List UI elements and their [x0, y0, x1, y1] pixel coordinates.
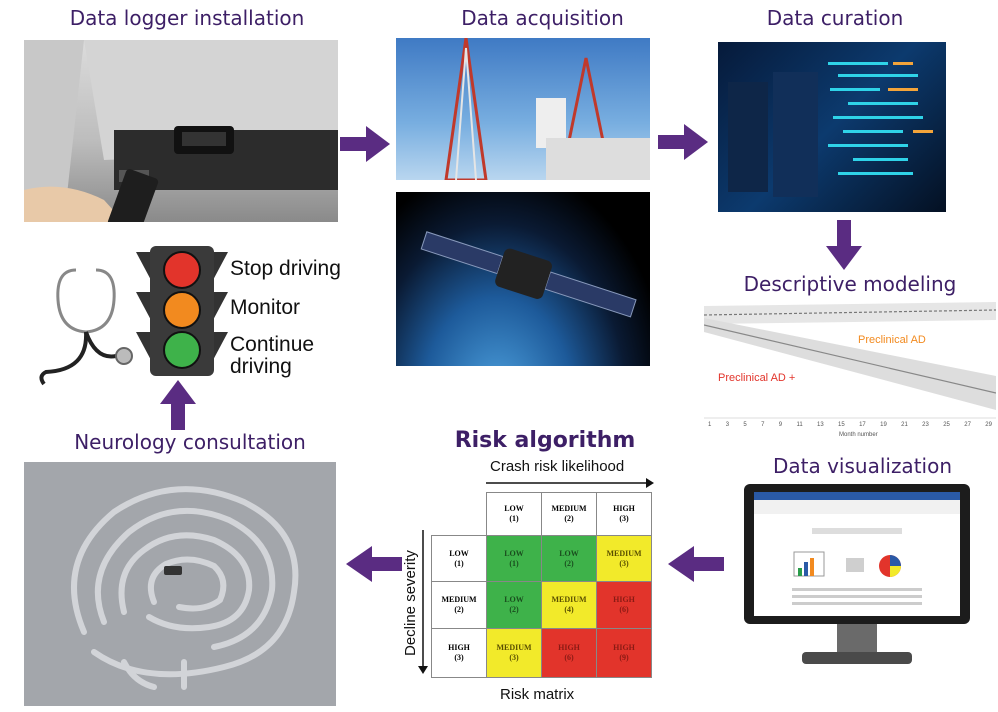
title-descriptive-modeling: Descriptive modeling	[743, 272, 957, 296]
cell-tower-photo	[396, 38, 650, 180]
data-logger-photo	[24, 40, 338, 222]
descriptive-modeling-chart: Preclinical AD Preclinical AD + 1 3 5 7 …	[704, 298, 996, 444]
label-stop-driving: Stop driving	[230, 257, 341, 280]
data-visualization-monitor	[742, 482, 972, 676]
col-header-medium: MEDIUM(2)	[541, 492, 597, 536]
risk-cell: MEDIUM(3)	[596, 535, 652, 582]
risk-cell-name: MEDIUM	[606, 548, 642, 558]
chart-x-label: Month number	[839, 432, 878, 438]
label-monitor: Monitor	[230, 296, 301, 319]
risk-cell: LOW(2)	[541, 535, 597, 582]
risk-cell-num: (6)	[564, 653, 574, 662]
x-tick: 7	[761, 422, 765, 428]
title-data-acquisition: Data acquisition	[461, 6, 624, 30]
risk-cell-num: (1)	[509, 558, 519, 568]
risk-cell: HIGH(9)	[596, 628, 652, 678]
traffic-light-icon	[136, 246, 228, 376]
risk-cell-name: LOW	[559, 548, 579, 558]
brain-maze-photo	[24, 462, 336, 706]
risk-cell-name: HIGH	[558, 643, 580, 652]
label-driving: driving	[230, 355, 292, 378]
risk-cell: LOW(1)	[486, 535, 542, 582]
row-header-medium: MEDIUM(2)	[431, 581, 487, 629]
risk-cell: LOW(2)	[486, 581, 542, 629]
x-tick: 19	[880, 422, 887, 428]
risk-cell-num: (9)	[619, 653, 629, 662]
arrow-risk-to-neurology	[346, 546, 402, 582]
data-curation-photo	[718, 42, 946, 212]
row-header-name: MEDIUM	[441, 595, 477, 604]
col-header-name: MEDIUM	[551, 504, 587, 513]
risk-cell-name: LOW	[504, 548, 524, 558]
col-header-high: HIGH(3)	[596, 492, 652, 536]
row-header-num: (2)	[454, 605, 464, 614]
x-tick: 1	[708, 422, 712, 428]
row-header-name: HIGH	[448, 643, 470, 652]
risk-cell-name: MEDIUM	[496, 643, 532, 652]
col-header-name: LOW	[504, 504, 524, 513]
risk-cell-name: LOW	[504, 595, 524, 604]
col-header-num: (1)	[509, 514, 519, 523]
satellite-photo	[396, 192, 650, 366]
x-tick: 29	[985, 422, 992, 428]
title-risk-algorithm: Risk algorithm	[454, 428, 636, 453]
x-tick: 17	[859, 422, 866, 428]
row-header-low: LOW(1)	[431, 535, 487, 582]
label-preclinical-ad: Preclinical AD	[858, 334, 926, 346]
row-header-num: (3)	[454, 653, 464, 662]
col-header-num: (2)	[564, 514, 574, 523]
risk-cell-name: HIGH	[613, 595, 635, 604]
row-header-num: (1)	[454, 558, 464, 568]
col-header-low: LOW(1)	[486, 492, 542, 536]
label-preclinical-ad-plus: Preclinical AD +	[718, 372, 796, 384]
x-tick: 23	[922, 422, 929, 428]
risk-cell: MEDIUM(4)	[541, 581, 597, 629]
risk-cell-num: (2)	[509, 605, 519, 614]
arrow-acquisition-to-curation	[658, 124, 708, 160]
risk-cell-num: (2)	[564, 558, 574, 568]
label-continue: Continue	[230, 333, 315, 356]
risk-cell: MEDIUM(3)	[486, 628, 542, 678]
x-tick: 3	[725, 422, 730, 428]
col-header-name: HIGH	[613, 504, 635, 513]
row-header-high: HIGH(3)	[431, 628, 487, 678]
risk-cell-num: (6)	[619, 605, 629, 614]
title-data-curation: Data curation	[766, 6, 904, 30]
risk-cell: HIGH(6)	[596, 581, 652, 629]
arrow-logger-to-acquisition	[340, 126, 390, 162]
x-tick: 5	[743, 422, 747, 428]
stethoscope-icon	[36, 260, 146, 390]
x-tick: 11	[796, 422, 803, 428]
x-tick: 21	[901, 422, 908, 428]
risk-cell-num: (3)	[509, 653, 519, 662]
risk-cell-num: (4)	[564, 605, 574, 614]
title-data-logger: Data logger installation	[69, 6, 305, 30]
crash-risk-arrow	[486, 478, 654, 488]
risk-cell: HIGH(6)	[541, 628, 597, 678]
title-data-visualization: Data visualization	[772, 454, 953, 478]
risk-matrix-caption: Risk matrix	[500, 686, 575, 703]
col-header-num: (3)	[619, 514, 629, 523]
chart-x-ticks: 1 3 5 7 9 11 13 15 17 19 21 23 25 27 29	[708, 422, 992, 428]
risk-cell-num: (3)	[619, 558, 629, 568]
x-tick: 15	[838, 422, 845, 428]
arrow-visualization-to-risk	[668, 546, 724, 582]
arrow-curation-to-modeling	[826, 220, 862, 270]
row-header-name: LOW	[449, 548, 469, 558]
title-neurology-consultation: Neurology consultation	[74, 430, 306, 454]
x-tick: 9	[778, 422, 783, 428]
x-tick: 25	[943, 422, 950, 428]
arrow-neurology-to-traffic-light	[160, 380, 196, 430]
x-tick: 13	[817, 422, 824, 428]
x-axis-label: Crash risk likelihood	[490, 458, 625, 475]
risk-cell-name: HIGH	[613, 643, 635, 652]
decline-severity-arrow	[418, 530, 428, 674]
risk-cell-name: MEDIUM	[551, 595, 587, 604]
y-axis-label: Decline severity	[402, 550, 419, 656]
x-tick: 27	[964, 422, 971, 428]
